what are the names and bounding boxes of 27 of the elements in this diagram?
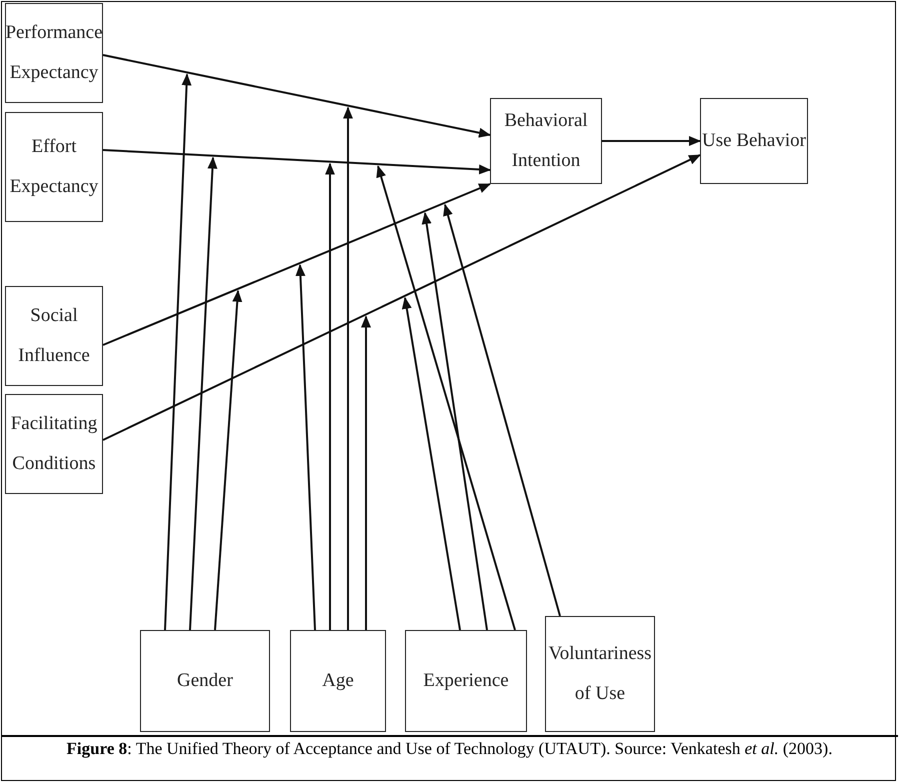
concept-box: Experience (405, 630, 527, 732)
arrow (295, 264, 316, 630)
arrow (189, 156, 218, 630)
arrow (102, 149, 491, 174)
concept-box: Behavioral Intention (490, 98, 602, 184)
arrow (376, 165, 516, 630)
arrow (164, 73, 192, 630)
arrow (102, 154, 701, 441)
arrow (361, 315, 371, 630)
arrow (402, 296, 461, 630)
concept-box: Facilitating Conditions (5, 394, 103, 494)
concept-box: Use Behavior (700, 98, 808, 184)
arrow (343, 106, 353, 630)
arrow (443, 204, 561, 616)
concept-box: Social Influence (5, 286, 103, 386)
arrow (102, 54, 491, 138)
figure-caption: Figure 8: The Unified Theory of Acceptance and Use of Technology (UTAUT). Source: Venkatesh et al. (2003). (66, 738, 834, 759)
concept-box: Performance Expectancy (5, 3, 103, 103)
arrow (214, 290, 242, 630)
arrow (422, 212, 488, 630)
concept-box: Voluntariness of Use (545, 616, 655, 732)
concept-box: Gender (140, 630, 270, 732)
arrow (325, 162, 335, 630)
concept-box: Effort Expectancy (5, 112, 103, 222)
arrow (602, 136, 701, 146)
arrow (102, 183, 491, 346)
concept-box: Age (290, 630, 386, 732)
